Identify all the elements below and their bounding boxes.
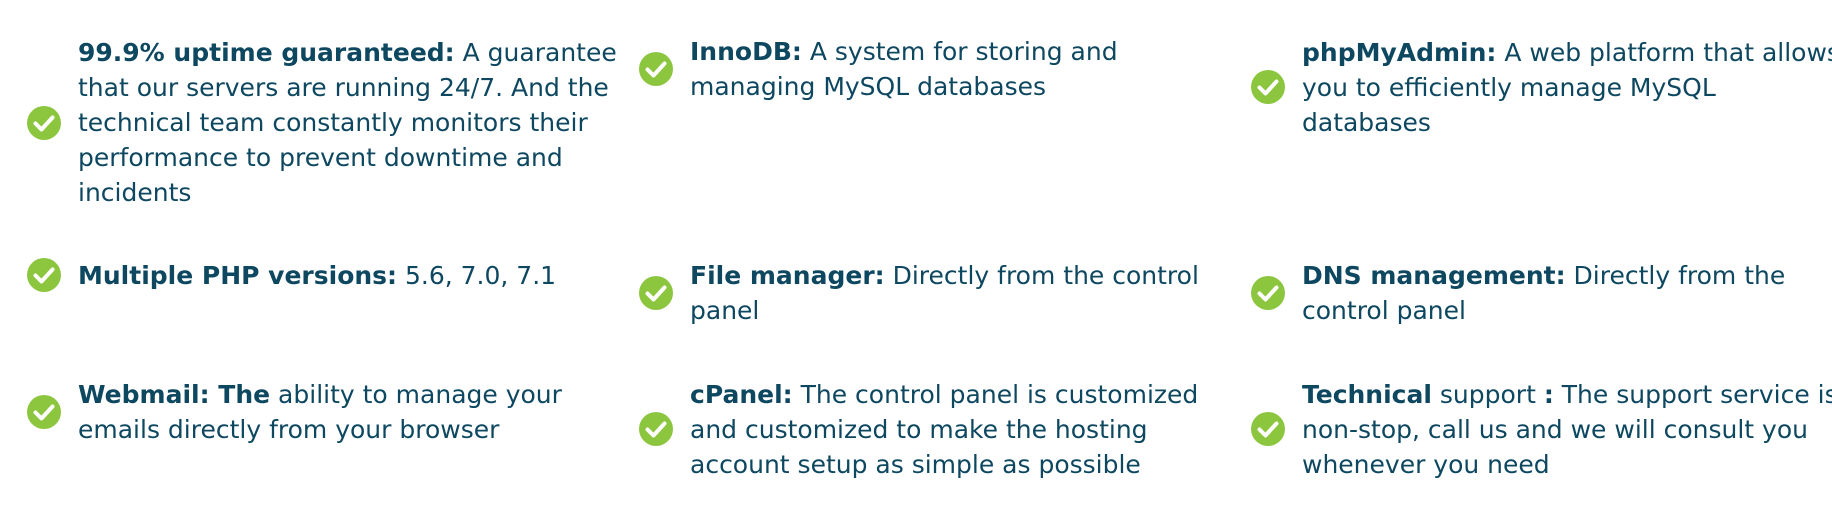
feature-description: A web platform that allows you to effici… <box>1302 37 1832 137</box>
feature-technical-support-text: Technical support : The support service … <box>1302 377 1832 482</box>
feature-dns-management: DNS management: Directly from the contro… <box>1250 257 1832 329</box>
check-circle-icon <box>1250 275 1286 311</box>
feature-innodb-text: InnoDB: A system for storing and managin… <box>690 34 1230 104</box>
feature-innodb: InnoDB: A system for storing and managin… <box>638 34 1230 104</box>
feature-title: phpMyAdmin: <box>1302 37 1497 67</box>
feature-phpmyadmin-text: phpMyAdmin: A web platform that allows y… <box>1302 35 1832 140</box>
feature-title: Webmail: The <box>78 380 271 409</box>
feature-webmail: Webmail: The ability to manage your emai… <box>26 376 618 448</box>
feature-dns-management-text: DNS management: Directly from the contro… <box>1302 258 1832 328</box>
feature-description: The control panel is customized and cust… <box>690 379 1199 479</box>
feature-description: A system for storing and managing MySQL … <box>690 37 1118 101</box>
feature-title: Multiple PHP versions: <box>78 260 398 290</box>
feature-description: Directly from the control panel <box>1302 261 1786 325</box>
feature-description: The support service is non-stop, call us… <box>1302 379 1832 479</box>
feature-title: Technical <box>1302 379 1432 409</box>
feature-webmail-text: Webmail: The ability to manage your emai… <box>78 377 618 447</box>
check-circle-icon <box>26 105 62 141</box>
feature-title: 99.9% uptime guaranteed: <box>78 38 455 67</box>
feature-title: DNS management: <box>1302 261 1566 290</box>
feature-description: Directly from the control panel <box>690 261 1199 325</box>
check-circle-icon <box>638 51 674 87</box>
feature-file-manager: File manager: Directly from the control … <box>638 257 1230 329</box>
feature-title-mid: support <box>1431 379 1544 409</box>
feature-technical-support: Technical support : The support service … <box>1250 376 1832 482</box>
feature-title: InnoDB: <box>690 37 802 66</box>
feature-title-end: : <box>1543 379 1554 409</box>
check-circle-icon <box>26 257 62 293</box>
check-circle-icon <box>638 275 674 311</box>
check-circle-icon <box>1250 411 1286 447</box>
feature-title: File manager: <box>690 261 885 290</box>
feature-description: 5.6, 7.0, 7.1 <box>397 260 557 290</box>
feature-cpanel-text: cPanel: The control panel is customized … <box>690 377 1230 482</box>
feature-php-versions-text: Multiple PHP versions: 5.6, 7.0, 7.1 <box>78 258 618 293</box>
feature-description: ability to manage your emails directly f… <box>78 380 562 444</box>
feature-description: A guarantee that our servers are running… <box>78 38 617 207</box>
feature-file-manager-text: File manager: Directly from the control … <box>690 258 1230 328</box>
feature-php-versions: Multiple PHP versions: 5.6, 7.0, 7.1 <box>26 257 618 293</box>
feature-cpanel: cPanel: The control panel is customized … <box>638 376 1230 482</box>
feature-uptime-text: 99.9% uptime guaranteed: A guarantee tha… <box>78 35 618 210</box>
check-circle-icon <box>26 394 62 430</box>
check-circle-icon <box>638 411 674 447</box>
feature-uptime: 99.9% uptime guaranteed: A guarantee tha… <box>26 34 618 211</box>
feature-title: cPanel: <box>690 379 793 409</box>
feature-phpmyadmin: phpMyAdmin: A web platform that allows y… <box>1250 34 1832 140</box>
check-circle-icon <box>1250 69 1286 105</box>
